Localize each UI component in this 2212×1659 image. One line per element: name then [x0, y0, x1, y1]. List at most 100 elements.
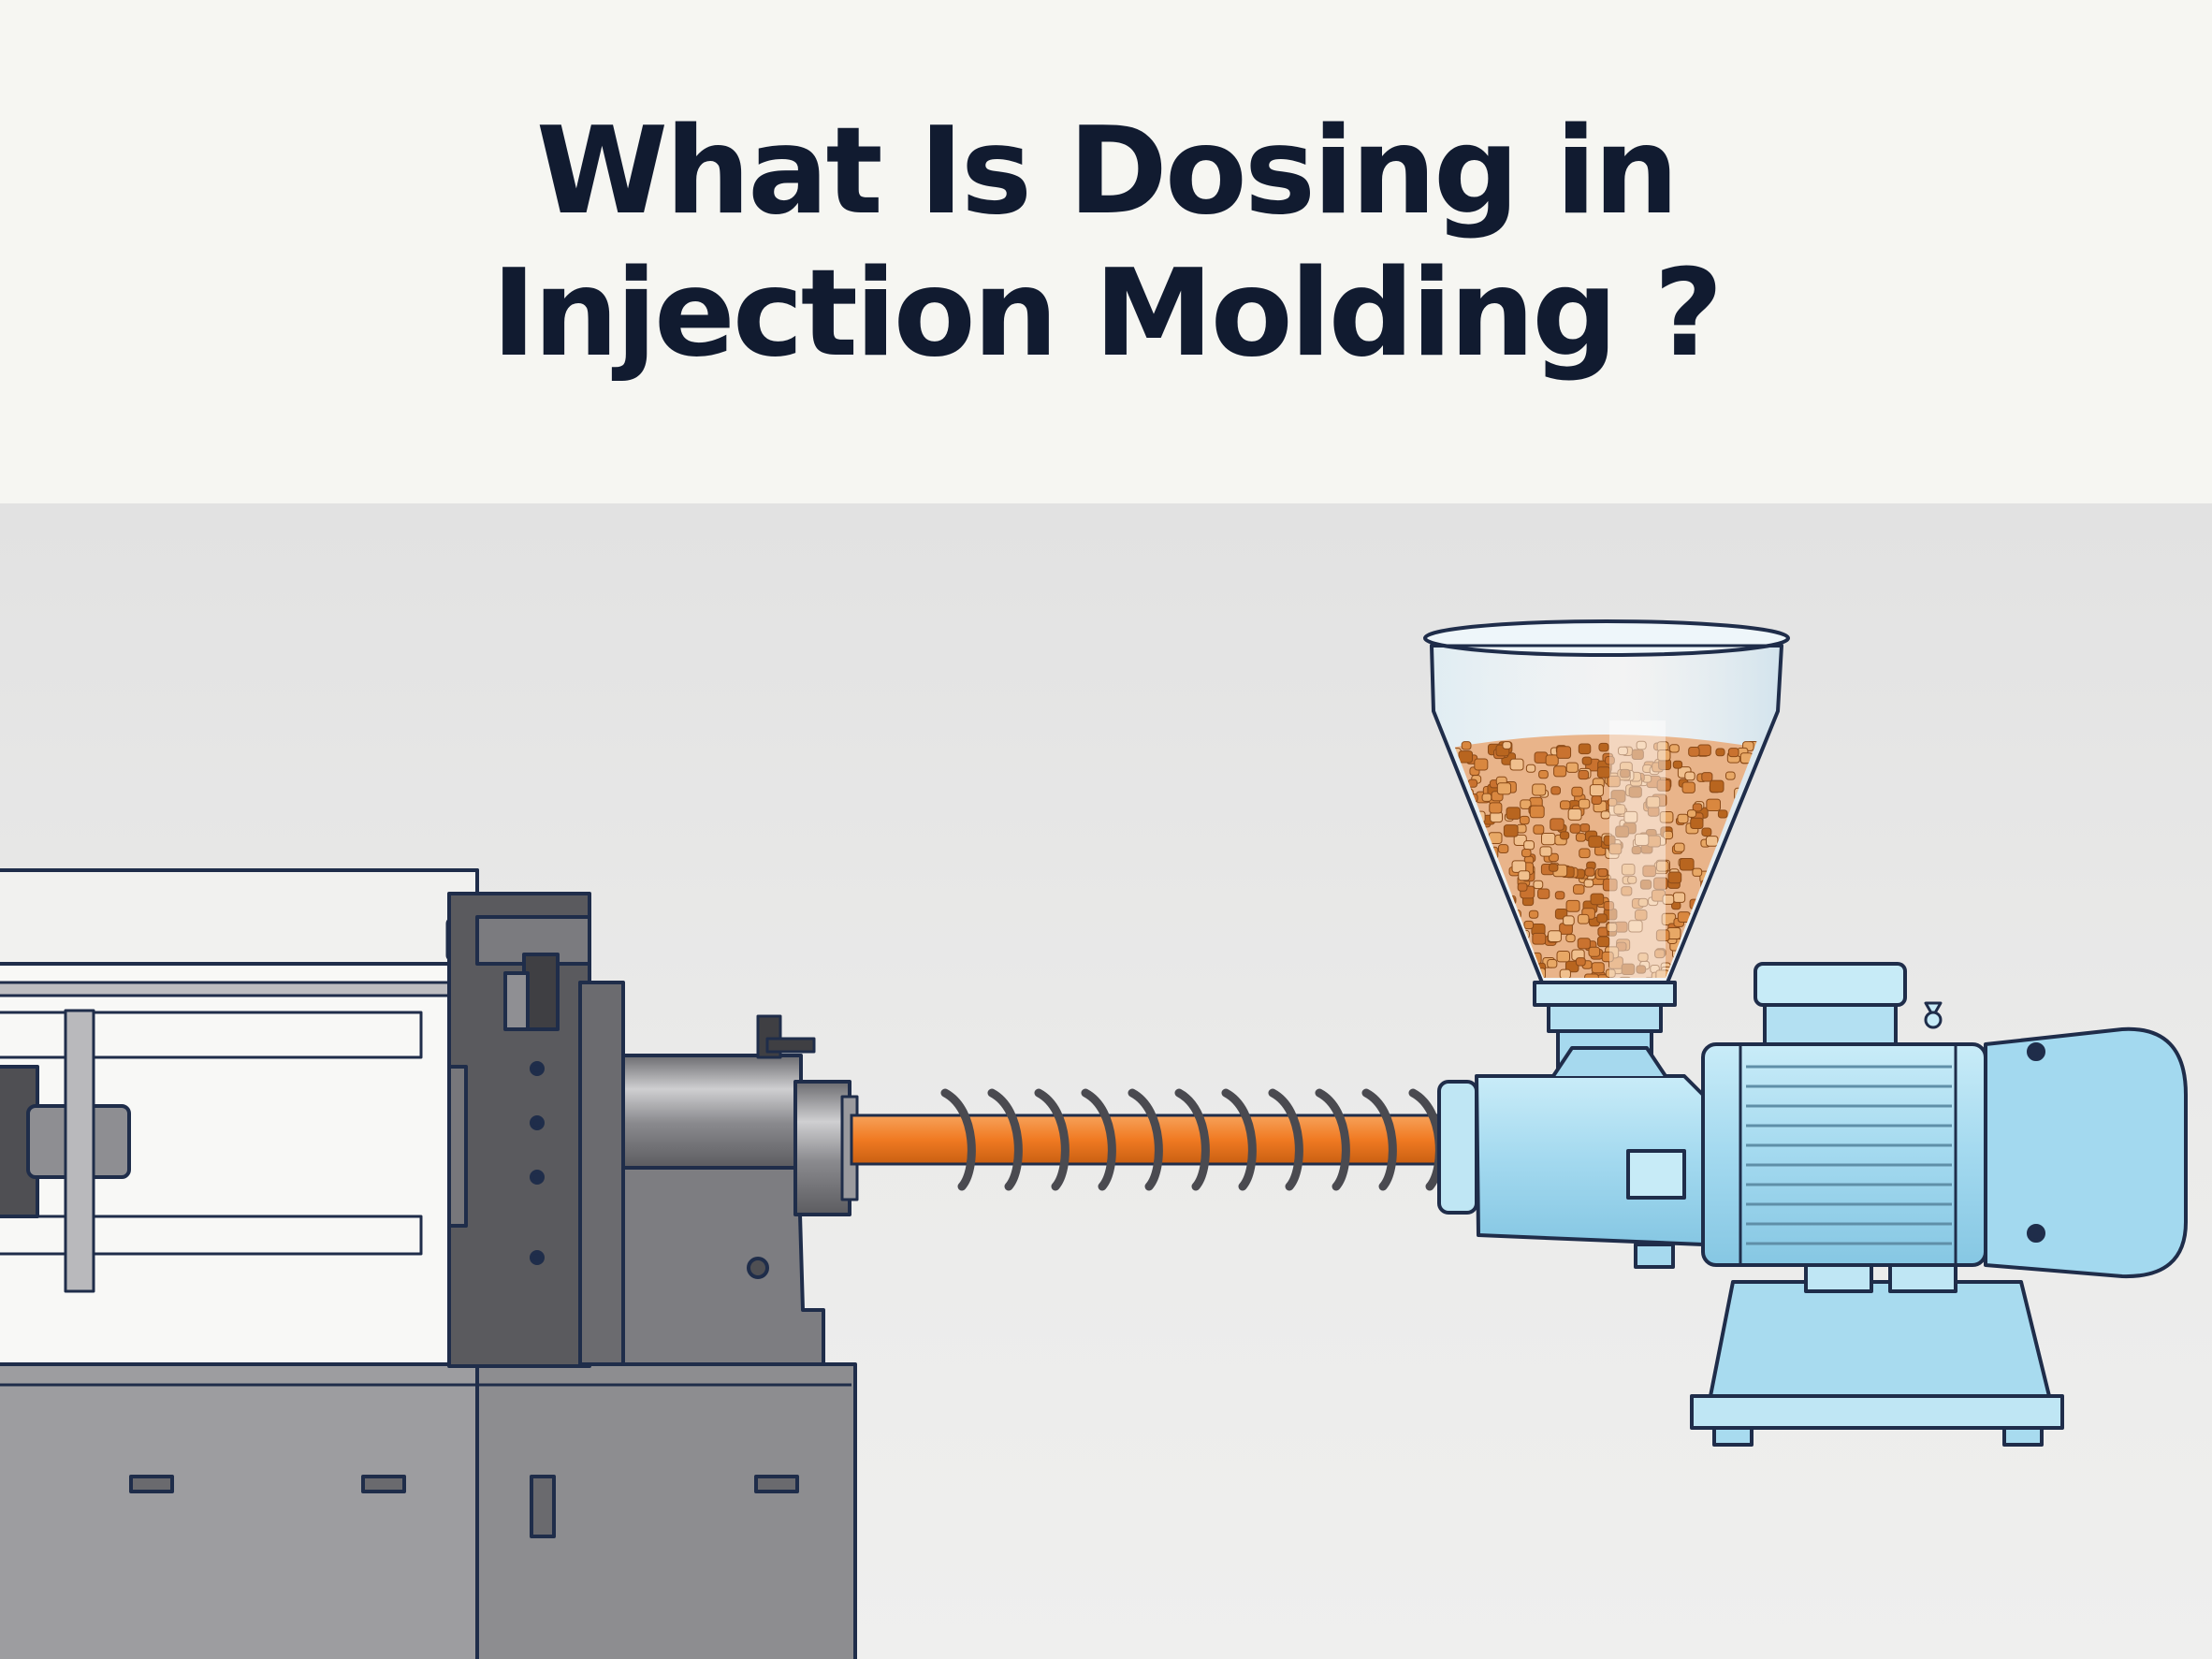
plastic-pellet	[1447, 786, 1458, 795]
plastic-pellet	[1750, 863, 1760, 872]
plastic-pellet	[1474, 917, 1488, 930]
plastic-pellet	[1532, 932, 1547, 945]
plastic-pellet	[1727, 967, 1739, 977]
plastic-pellet	[1756, 864, 1768, 875]
plastic-pellet	[1601, 951, 1614, 963]
plastic-pellet	[1681, 781, 1695, 793]
plastic-pellet	[1734, 948, 1747, 959]
plastic-pellet	[1715, 748, 1725, 757]
plastic-pellet	[1700, 969, 1715, 978]
title-line-1: What Is Dosing in	[535, 102, 1679, 241]
plastic-pellet	[1698, 916, 1709, 924]
plastic-pellet	[1707, 975, 1718, 978]
plastic-pellet	[1655, 929, 1670, 942]
plastic-pellet	[1634, 833, 1650, 846]
plastic-pellet	[1577, 913, 1590, 924]
plastic-pellet	[1506, 926, 1520, 939]
plastic-pellet	[1646, 795, 1661, 808]
plastic-pellet	[1621, 963, 1636, 975]
plastic-pellet	[1598, 742, 1609, 752]
plastic-pellet	[1722, 951, 1736, 964]
plastic-pellet	[1549, 863, 1559, 872]
screw-flight	[1361, 1088, 1397, 1191]
plastic-pellet	[1669, 744, 1680, 753]
plastic-pellet	[1584, 973, 1599, 978]
plastic-pellet	[1600, 810, 1611, 820]
plastic-pellet	[1471, 910, 1486, 923]
plastic-pellet	[1663, 830, 1674, 840]
plastic-pellet	[1639, 880, 1652, 890]
plastic-pellet	[1578, 798, 1591, 809]
plastic-pellet	[1678, 963, 1689, 971]
plastic-pellet	[1518, 870, 1531, 881]
plastic-pellet	[1628, 786, 1642, 798]
plastic-pellet	[1749, 818, 1761, 829]
plastic-pellet	[1637, 897, 1649, 908]
plastic-pellet	[1656, 779, 1671, 792]
plastic-pellet	[1500, 911, 1510, 921]
plastic-pellet	[1747, 812, 1762, 826]
plastic-pellet	[1754, 819, 1765, 828]
plastic-pellet	[1709, 779, 1724, 793]
plastic-pellet	[1606, 923, 1618, 933]
plastic-pellet	[1481, 793, 1492, 802]
plastic-pellet	[1559, 831, 1570, 840]
plastic-pellet	[1459, 928, 1475, 941]
plastic-pellet	[1697, 744, 1711, 757]
plastic-pellet	[1596, 936, 1610, 948]
plastic-pellet	[1753, 778, 1767, 789]
plastic-pellet	[1528, 910, 1539, 919]
plastic-pellet	[1701, 772, 1713, 782]
screw-flight	[1315, 1088, 1350, 1191]
cabinet-latch-icon	[530, 1475, 556, 1538]
plastic-pellet	[1596, 913, 1608, 924]
feed-flange	[1437, 1080, 1478, 1215]
screw-flight	[1268, 1088, 1303, 1191]
plastic-pellet	[1596, 766, 1611, 779]
plastic-pellet	[1579, 823, 1591, 833]
plastic-pellet	[1750, 907, 1761, 917]
plastic-pellet	[1583, 879, 1594, 888]
plastic-pellet	[1741, 816, 1754, 827]
plastic-pellet	[1532, 783, 1547, 796]
plastic-pellet	[1709, 975, 1723, 978]
plastic-pellet	[1503, 928, 1514, 938]
plastic-pellet	[1462, 828, 1474, 839]
plastic-pellet	[1577, 938, 1591, 950]
plastic-pellet	[1613, 804, 1626, 815]
plastic-pellet	[1690, 817, 1704, 830]
screw-flight	[1081, 1088, 1116, 1191]
plastic-pellet	[1584, 867, 1595, 877]
plastic-pellet	[1447, 861, 1458, 871]
plastic-pellet	[1687, 809, 1697, 818]
plastic-pellet	[1565, 762, 1579, 773]
plastic-pellet	[1667, 871, 1682, 884]
plastic-pellet	[1602, 878, 1618, 892]
plastic-pellet	[1707, 955, 1717, 966]
plastic-pellet	[1447, 921, 1463, 935]
plastic-pellet	[1556, 950, 1570, 963]
plastic-pellet	[1717, 809, 1728, 819]
plastic-pellet	[1701, 827, 1712, 837]
plastic-pellet	[1579, 848, 1591, 859]
plastic-pellet	[1605, 968, 1616, 978]
plastic-pellet	[1607, 775, 1621, 788]
plastic-pellet	[1628, 920, 1643, 933]
plastic-pellet	[1565, 934, 1576, 943]
plastic-pellet	[1478, 859, 1492, 869]
plastic-pellet	[1476, 969, 1491, 978]
plastic-pellet	[1733, 908, 1748, 921]
plastic-pellet	[1724, 930, 1736, 940]
plastic-pellet	[1458, 903, 1474, 917]
plastic-pellet	[1762, 793, 1768, 804]
plastic-pellet	[1750, 942, 1761, 952]
feed-screw-illustration	[850, 1088, 1452, 1191]
plastic-pellet	[1708, 918, 1721, 929]
plastic-pellet	[1448, 928, 1460, 939]
plastic-pellet	[1553, 765, 1567, 778]
plastic-pellet	[1710, 919, 1724, 931]
plastic-pellet	[1636, 740, 1647, 750]
plastic-pellet	[1752, 931, 1768, 944]
plastic-pellet	[1631, 749, 1644, 760]
